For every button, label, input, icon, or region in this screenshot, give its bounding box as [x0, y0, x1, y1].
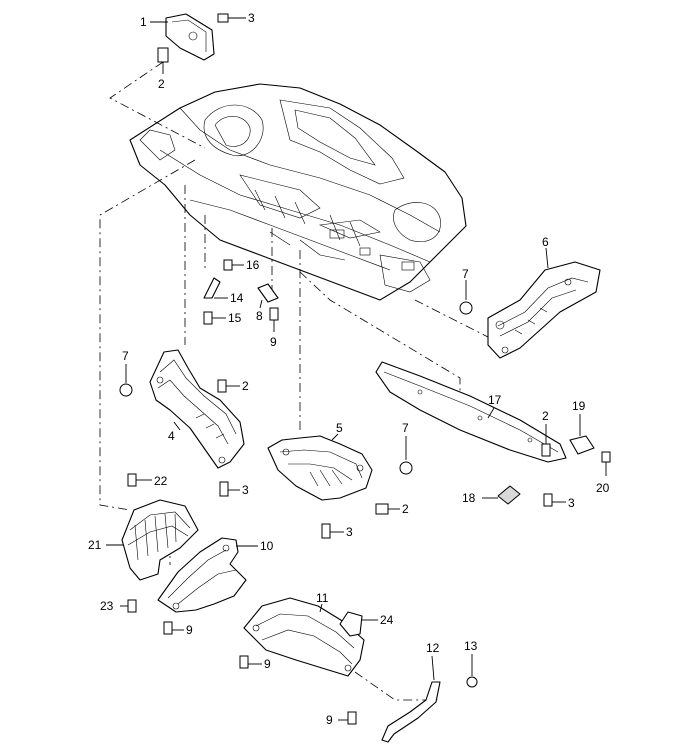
bolt-22 — [127, 473, 152, 487]
screw-rear-2 — [338, 711, 357, 725]
callout-6: 6 — [542, 235, 549, 249]
bracket-24 — [339, 611, 378, 637]
vehicle-body-shell — [129, 83, 467, 301]
callout-9: 9 — [186, 623, 193, 637]
nut-13 — [466, 654, 478, 688]
clip-strip — [541, 424, 551, 457]
bracket-19 — [569, 414, 595, 455]
callout-labels: 1 2 3 6 7 16 14 15 8 9 7 2 4 3 22 21 23 … — [88, 11, 610, 727]
callout-24: 24 — [380, 613, 394, 627]
wheelhouse-liner — [121, 499, 199, 581]
callout-3: 3 — [242, 483, 249, 497]
screw-15 — [203, 311, 226, 325]
callout-11: 11 — [316, 591, 329, 605]
callout-7: 7 — [462, 267, 469, 281]
callout-21: 21 — [88, 538, 102, 552]
bolt-16 — [223, 259, 244, 271]
callout-12: 12 — [426, 641, 440, 655]
screw-under-8 — [269, 307, 279, 332]
callout-4: 4 — [168, 429, 175, 443]
callout-3: 3 — [568, 496, 575, 510]
clip-bracket — [157, 47, 169, 74]
nut-left — [119, 364, 133, 397]
callout-19: 19 — [572, 399, 586, 413]
callout-3: 3 — [248, 11, 255, 25]
underbody-panel-right — [487, 261, 601, 359]
screw-bracket — [217, 13, 246, 23]
callout-2: 2 — [242, 379, 249, 393]
callout-15: 15 — [228, 311, 242, 325]
underbody-panel-center — [267, 435, 373, 501]
cover-18 — [482, 485, 521, 505]
callout-22: 22 — [154, 474, 168, 488]
screw-20 — [601, 451, 611, 476]
tie-rod-12 — [381, 655, 441, 743]
callout-9: 9 — [270, 335, 277, 349]
callout-2: 2 — [402, 502, 409, 516]
screw-left — [219, 481, 240, 497]
side-trim-strip — [375, 361, 567, 463]
mounting-bracket — [165, 13, 215, 61]
callout-1: 1 — [140, 15, 147, 29]
screw-rear-1 — [239, 655, 262, 669]
callout-18: 18 — [462, 491, 476, 505]
callout-14: 14 — [230, 291, 244, 305]
callout-8: 8 — [256, 309, 263, 323]
callout-13: 13 — [464, 639, 478, 653]
underbody-panel-front — [157, 537, 247, 613]
callout-23: 23 — [100, 599, 114, 613]
callout-2: 2 — [542, 409, 549, 423]
callout-2: 2 — [158, 77, 165, 91]
callout-10: 10 — [260, 539, 274, 553]
callout-7: 7 — [402, 421, 409, 435]
underbody-panel-left — [149, 349, 245, 469]
nut-right — [459, 280, 473, 315]
callout-7: 7 — [122, 349, 129, 363]
callout-3: 3 — [346, 525, 353, 539]
assembly-reference-lines — [99, 61, 491, 701]
callout-17: 17 — [488, 393, 502, 407]
clip-8 — [257, 283, 279, 309]
clip-left — [217, 379, 240, 393]
bolt-23 — [120, 599, 137, 613]
clamp-14 — [203, 277, 228, 299]
underbody-panel-rear — [243, 597, 365, 677]
screw-front — [163, 621, 184, 635]
clip-center — [375, 503, 400, 515]
callout-16: 16 — [246, 258, 260, 272]
nut-center — [399, 436, 413, 475]
screw-center — [321, 523, 344, 539]
callout-9: 9 — [264, 657, 271, 671]
screw-strip — [543, 493, 566, 507]
callout-9: 9 — [326, 713, 333, 727]
callout-20: 20 — [596, 481, 610, 495]
callout-5: 5 — [336, 421, 343, 435]
